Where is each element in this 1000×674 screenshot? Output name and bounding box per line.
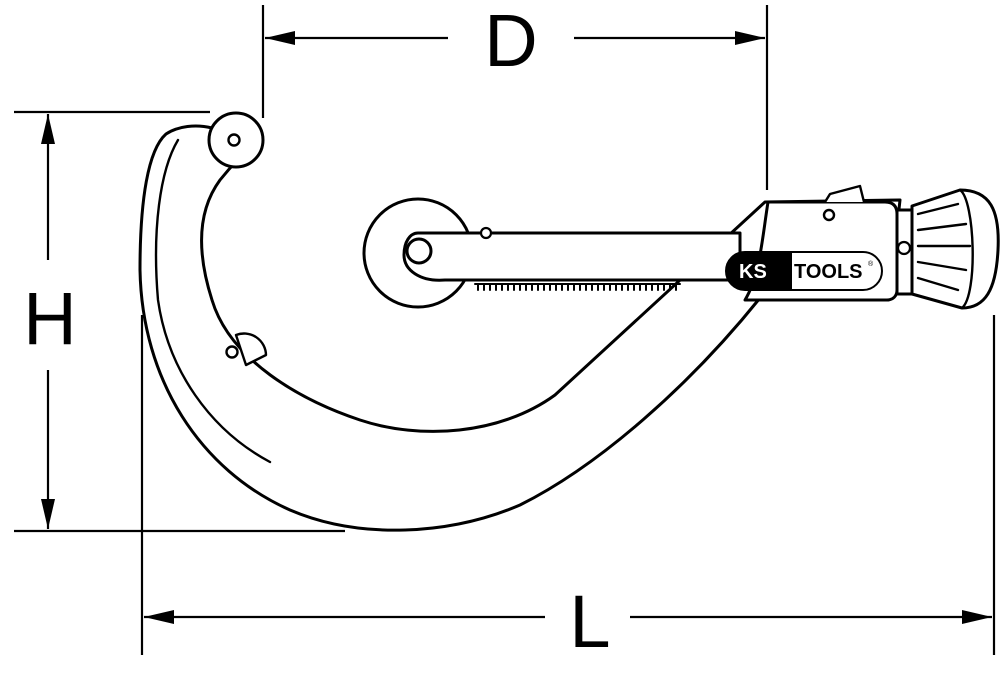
carriage-small-pin bbox=[479, 226, 493, 240]
rack-teeth bbox=[474, 283, 681, 291]
brand-logo-tools-text: TOOLS bbox=[794, 261, 863, 283]
frame-inner-line bbox=[154, 138, 272, 464]
knob-collar-detail bbox=[896, 240, 912, 256]
guide-roller-bottom bbox=[234, 332, 268, 367]
guide-roller-bottom-pin bbox=[225, 345, 239, 359]
dimension-h bbox=[14, 110, 345, 533]
guide-roller-top-pin bbox=[227, 133, 241, 147]
housing-rivet bbox=[822, 208, 836, 222]
housing-top-clip bbox=[823, 184, 866, 204]
dimension-label-l: L bbox=[569, 580, 610, 663]
brand-logo-badge bbox=[726, 252, 792, 290]
adjustment-knob bbox=[910, 188, 1000, 310]
dimension-l bbox=[140, 315, 996, 655]
pipe-cutter bbox=[138, 111, 1000, 532]
slide-carriage bbox=[402, 231, 742, 282]
dimension-label-d: D bbox=[484, 0, 537, 82]
brand-logo-ks-text: KS bbox=[739, 261, 767, 283]
knob-ridges bbox=[916, 188, 974, 310]
cutter-frame bbox=[138, 124, 902, 532]
dimension-label-h: H bbox=[23, 277, 76, 360]
cutting-wheel-pin bbox=[405, 237, 433, 265]
brand-logo: KS TOOLS ® bbox=[725, 251, 883, 291]
dimension-d bbox=[261, 5, 769, 190]
brand-logo-registered: ® bbox=[868, 260, 874, 268]
